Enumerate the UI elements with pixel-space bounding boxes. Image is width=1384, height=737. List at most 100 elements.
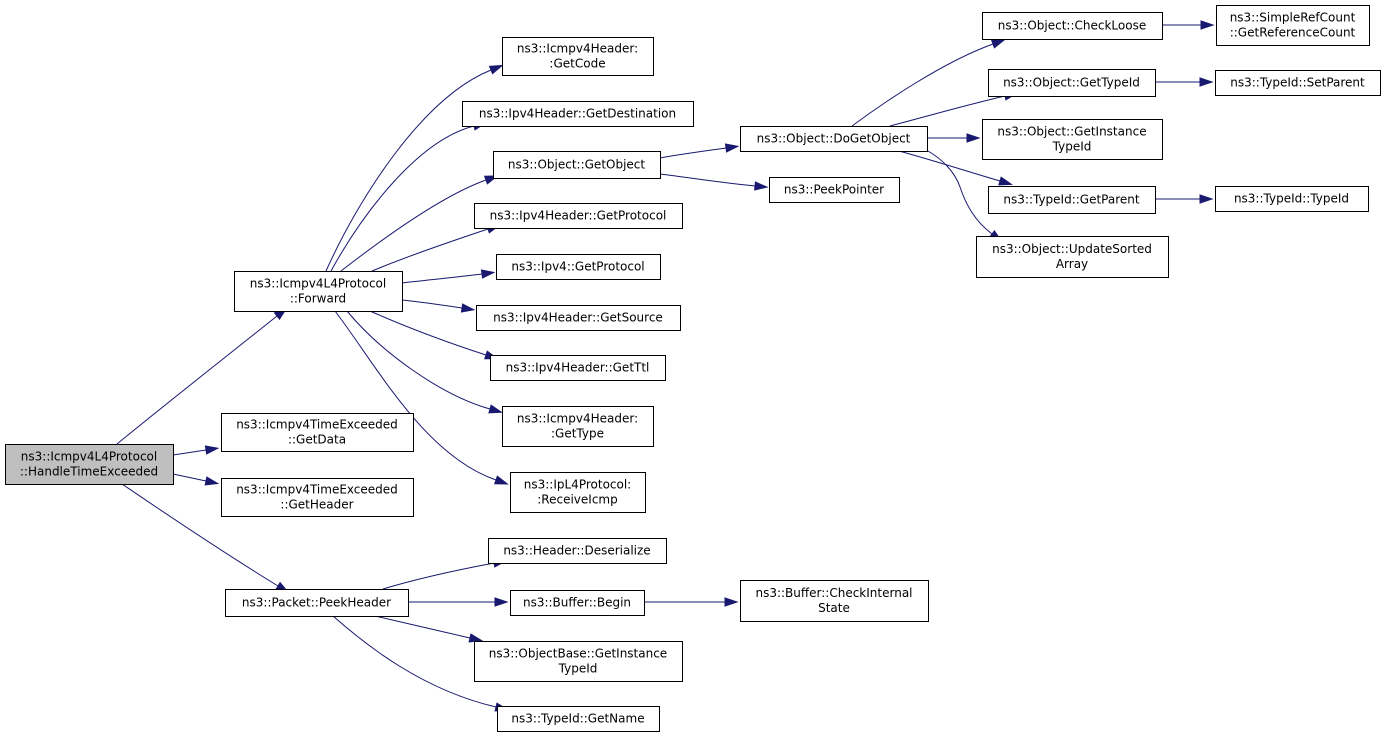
node-receiveicmp[interactable]: ns3::IpL4Protocol::ReceiveIcmp: [510, 472, 646, 513]
edge-line: [369, 310, 487, 356]
node-getsource[interactable]: ns3::Ipv4Header::GetSource: [476, 305, 681, 331]
edge-line: [851, 43, 994, 127]
node-label: ns3::Icmpv4Header:: [517, 42, 638, 56]
node-label: ns3::Ipv4Header::GetDestination: [479, 107, 676, 121]
arrowhead: [204, 445, 220, 455]
node-label: State: [818, 601, 850, 615]
node-peekheader[interactable]: ns3::Packet::PeekHeader: [225, 589, 409, 617]
arrowhead: [724, 597, 739, 607]
edge-forward-to-ipv4h_getprotocol: [371, 224, 501, 272]
node-label: ns3::Object::GetInstance: [997, 125, 1146, 139]
edge-forward-to-gettype: [346, 310, 504, 414]
node-buffer-begin[interactable]: ns3::Buffer::Begin: [510, 590, 645, 616]
node-box: [510, 590, 645, 616]
node-label: ns3::Object::CheckLoose: [998, 19, 1146, 33]
edge-line: [332, 615, 497, 708]
node-box: [5, 444, 174, 485]
edge-line: [659, 147, 727, 159]
node-box: [976, 236, 1169, 278]
edge-line: [330, 125, 475, 272]
node-box: [740, 126, 928, 152]
node-ipv4-getprotocol[interactable]: ns3::Ipv4::GetProtocol: [496, 254, 661, 280]
node-label: ns3::Buffer::CheckInternal: [755, 586, 912, 600]
edge-dogetobject-to-getparent: [898, 150, 1014, 186]
edge-line: [659, 173, 756, 187]
edge-dogetobject-to-checkloose: [851, 39, 1006, 127]
node-setparent[interactable]: ns3::TypeId::SetParent: [1215, 70, 1381, 96]
edge-root-to-te_getheader: [172, 473, 220, 486]
node-box: [988, 186, 1156, 214]
edge-peekheader-to-deserialize: [382, 558, 508, 590]
node-box: [1216, 5, 1370, 46]
edge-forward-to-getdestination: [330, 121, 488, 272]
node-label: ::Forward: [290, 292, 346, 306]
node-label: ns3::Icmpv4TimeExceeded: [236, 418, 398, 432]
node-label: ns3::PeekPointer: [784, 183, 884, 197]
node-getreferencecount[interactable]: ns3::SimpleRefCount::GetReferenceCount: [1216, 5, 1370, 46]
edge-line: [889, 95, 1006, 127]
node-getobject[interactable]: ns3::Object::GetObject: [493, 151, 661, 179]
node-getttl[interactable]: ns3::Ipv4Header::GetTtl: [490, 355, 666, 381]
arrowhead: [998, 176, 1014, 186]
node-box: [221, 478, 414, 517]
node-gettype[interactable]: ns3::Icmpv4Header::GetType: [502, 406, 654, 447]
node-checkloose[interactable]: ns3::Object::CheckLoose: [982, 12, 1163, 40]
edge-forward-to-receiveicmp: [334, 310, 509, 485]
edge-line: [382, 562, 495, 590]
node-typeid-typeid[interactable]: ns3::TypeId::TypeId: [1215, 186, 1369, 212]
node-forward[interactable]: ns3::Icmpv4L4Protocol::Forward: [234, 271, 403, 312]
arrowhead: [204, 476, 220, 486]
node-label: ns3::Icmpv4L4Protocol: [250, 277, 386, 291]
arrowhead: [488, 404, 504, 414]
node-obj-gettypeid[interactable]: ns3::Object::GetTypeId: [988, 69, 1156, 97]
node-te-getheader[interactable]: ns3::Icmpv4TimeExceeded::GetHeader: [221, 478, 414, 517]
edge-line: [121, 483, 279, 587]
node-box: [988, 69, 1156, 97]
arrowhead: [724, 143, 740, 153]
node-box: [488, 538, 667, 564]
node-label: Array: [1056, 257, 1088, 271]
node-label: ns3::Object::DoGetObject: [757, 132, 911, 146]
node-box: [225, 589, 409, 617]
node-deserialize[interactable]: ns3::Header::Deserialize: [488, 538, 667, 564]
node-box: [982, 12, 1163, 40]
arrowhead: [754, 181, 769, 191]
node-label: ns3::Buffer::Begin: [523, 596, 631, 610]
edge-line: [374, 615, 471, 639]
edge-line: [172, 449, 207, 456]
arrowhead: [488, 64, 504, 75]
edge-root-to-te_getdata: [172, 445, 220, 456]
edge-forward-to-ipv4_getprotocol: [401, 269, 496, 284]
node-box: [982, 119, 1163, 160]
node-dogetobject[interactable]: ns3::Object::DoGetObject: [740, 126, 928, 152]
node-getparent[interactable]: ns3::TypeId::GetParent: [988, 186, 1156, 214]
node-label: ::GetReferenceCount: [1230, 26, 1356, 40]
node-root[interactable]: ns3::Icmpv4L4Protocol::HandleTimeExceede…: [5, 444, 174, 485]
node-label: ns3::Ipv4::GetProtocol: [511, 260, 644, 274]
edge-line: [371, 228, 489, 272]
arrowhead: [1199, 77, 1214, 87]
node-typeid-getname[interactable]: ns3::TypeId::GetName: [497, 706, 660, 732]
edge-line: [172, 473, 207, 482]
node-box: [1215, 70, 1381, 96]
node-label: ns3::IpL4Protocol:: [524, 478, 631, 492]
node-getdestination[interactable]: ns3::Ipv4Header::GetDestination: [462, 101, 694, 127]
node-te-getdata[interactable]: ns3::Icmpv4TimeExceeded::GetData: [221, 413, 414, 452]
node-box: [1215, 186, 1369, 212]
edge-getobject-to-peekpointer: [659, 173, 769, 191]
node-box: [474, 641, 683, 682]
edge-getparent-to-typeid_typeid: [1155, 194, 1214, 204]
node-box: [497, 706, 660, 732]
edge-line: [325, 69, 492, 272]
node-peekpointer[interactable]: ns3::PeekPointer: [769, 177, 900, 203]
node-label: TypeId: [558, 662, 598, 676]
arrowhead: [966, 133, 981, 143]
node-label: :GetCode: [549, 57, 605, 71]
node-getcode[interactable]: ns3::Icmpv4Header::GetCode: [502, 37, 654, 76]
edge-forward-to-getobject: [340, 175, 499, 272]
node-ipv4h-getprotocol[interactable]: ns3::Ipv4Header::GetProtocol: [474, 203, 683, 229]
